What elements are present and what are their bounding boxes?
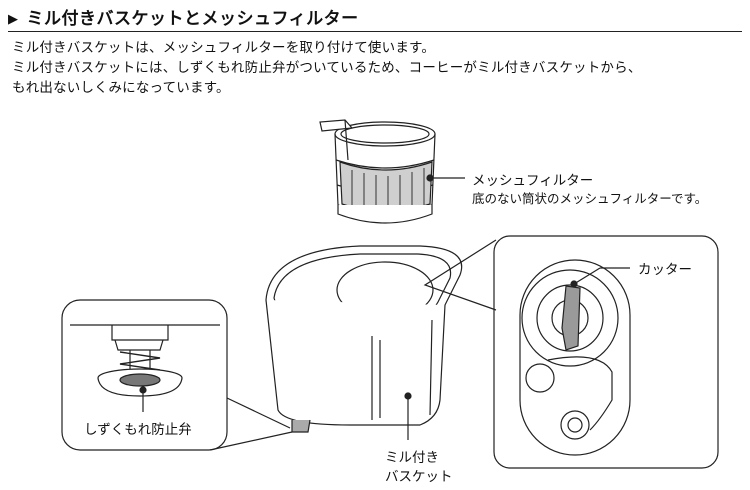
valve-label: しずくもれ防止弁 — [84, 422, 192, 438]
cutter-detail-callout — [423, 235, 719, 469]
paragraph-line: ミル付きバスケットは、メッシュフィルターを取り付けて使います。 — [12, 40, 436, 56]
description: ミル付きバスケットは、メッシュフィルターを取り付けて使います。 ミル付きバスケッ… — [12, 38, 748, 98]
heading-text: ミル付きバスケットとメッシュフィルター — [26, 9, 359, 29]
paragraph-line: ミル付きバスケットには、しずくもれ防止弁がついているため、コーヒーがミル付きバス… — [12, 60, 642, 76]
mill-basket-illustration — [265, 245, 463, 440]
valve-detail-callout — [61, 299, 293, 451]
section-heading: ▶ ミル付きバスケットとメッシュフィルター — [8, 4, 359, 29]
basket-label-line1: ミル付き — [385, 450, 439, 466]
mesh-filter-illustration — [319, 119, 465, 224]
paragraph-line: もれ出ないしくみになっています。 — [12, 80, 230, 96]
heading-divider — [8, 31, 742, 32]
mesh-filter-description: 底のない筒状のメッシュフィルターです。 — [472, 191, 708, 206]
basket-label-line2: バスケット — [385, 469, 453, 485]
mesh-filter-title: メッシュフィルター — [472, 173, 594, 189]
cutter-label: カッター — [638, 262, 692, 278]
triangle-bullet-icon: ▶ — [8, 12, 19, 27]
